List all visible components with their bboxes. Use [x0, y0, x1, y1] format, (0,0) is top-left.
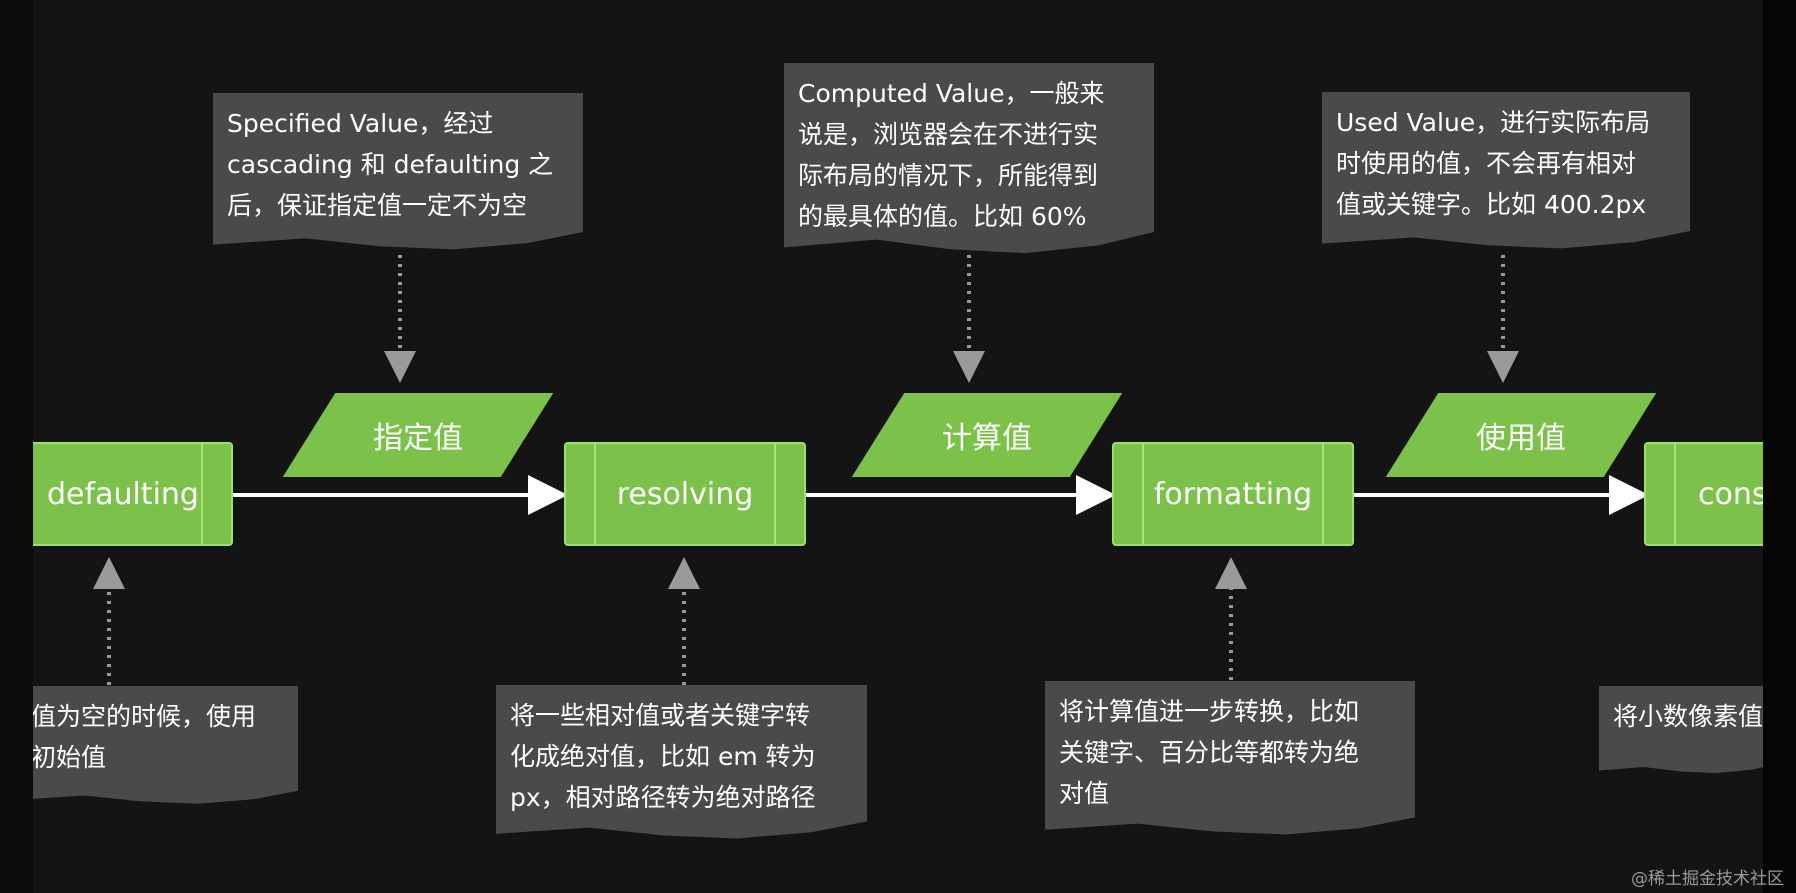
process-label-resolving: resolving	[616, 476, 754, 512]
process-node-defaulting: defaulting	[33, 442, 233, 546]
process-node-formatting: formatting	[1112, 442, 1354, 546]
process-label-constraining: cons	[1698, 476, 1763, 512]
note-defaulting: 值为空的时候，使用 初始值	[33, 686, 298, 804]
connectors	[93, 255, 1649, 685]
process-label-formatting: formatting	[1153, 476, 1313, 512]
data-node-specified: 指定值	[282, 393, 554, 477]
right-edge-strip	[1763, 0, 1796, 893]
note-computed: Computed Value，一般来 说是，浏览器会在不进行实 际布局的情况下，…	[784, 63, 1154, 254]
watermark: @稀土掘金技术社区	[1631, 869, 1784, 889]
data-label-computed: 计算值	[942, 421, 1032, 456]
data-node-used: 使用值	[1385, 393, 1657, 477]
data-node-computed: 计算值	[851, 393, 1123, 477]
note-constraining: 将小数像素值	[1599, 686, 1763, 774]
data-label-specified: 指定值	[373, 421, 463, 456]
note-specified: Specified Value，经过 cascading 和 defaultin…	[213, 93, 583, 250]
flow-diagram: defaulting resolving formatting cons 指定值…	[33, 0, 1763, 893]
note-resolving: 将一些相对值或者关键字转 化成绝对值，比如 em 转为 px，相对路径转为绝对路…	[496, 685, 867, 839]
process-node-resolving: resolving	[564, 442, 806, 546]
process-label-defaulting: defaulting	[47, 476, 199, 512]
process-node-constraining: cons	[1644, 442, 1763, 546]
note-used: Used Value，进行实际布局 时使用的值，不会再有相对 值或关键字。比如 …	[1322, 92, 1690, 249]
note-formatting: 将计算值进一步转换，比如 关键字、百分比等都转为绝 对值	[1045, 681, 1415, 835]
data-label-used: 使用值	[1476, 421, 1566, 456]
